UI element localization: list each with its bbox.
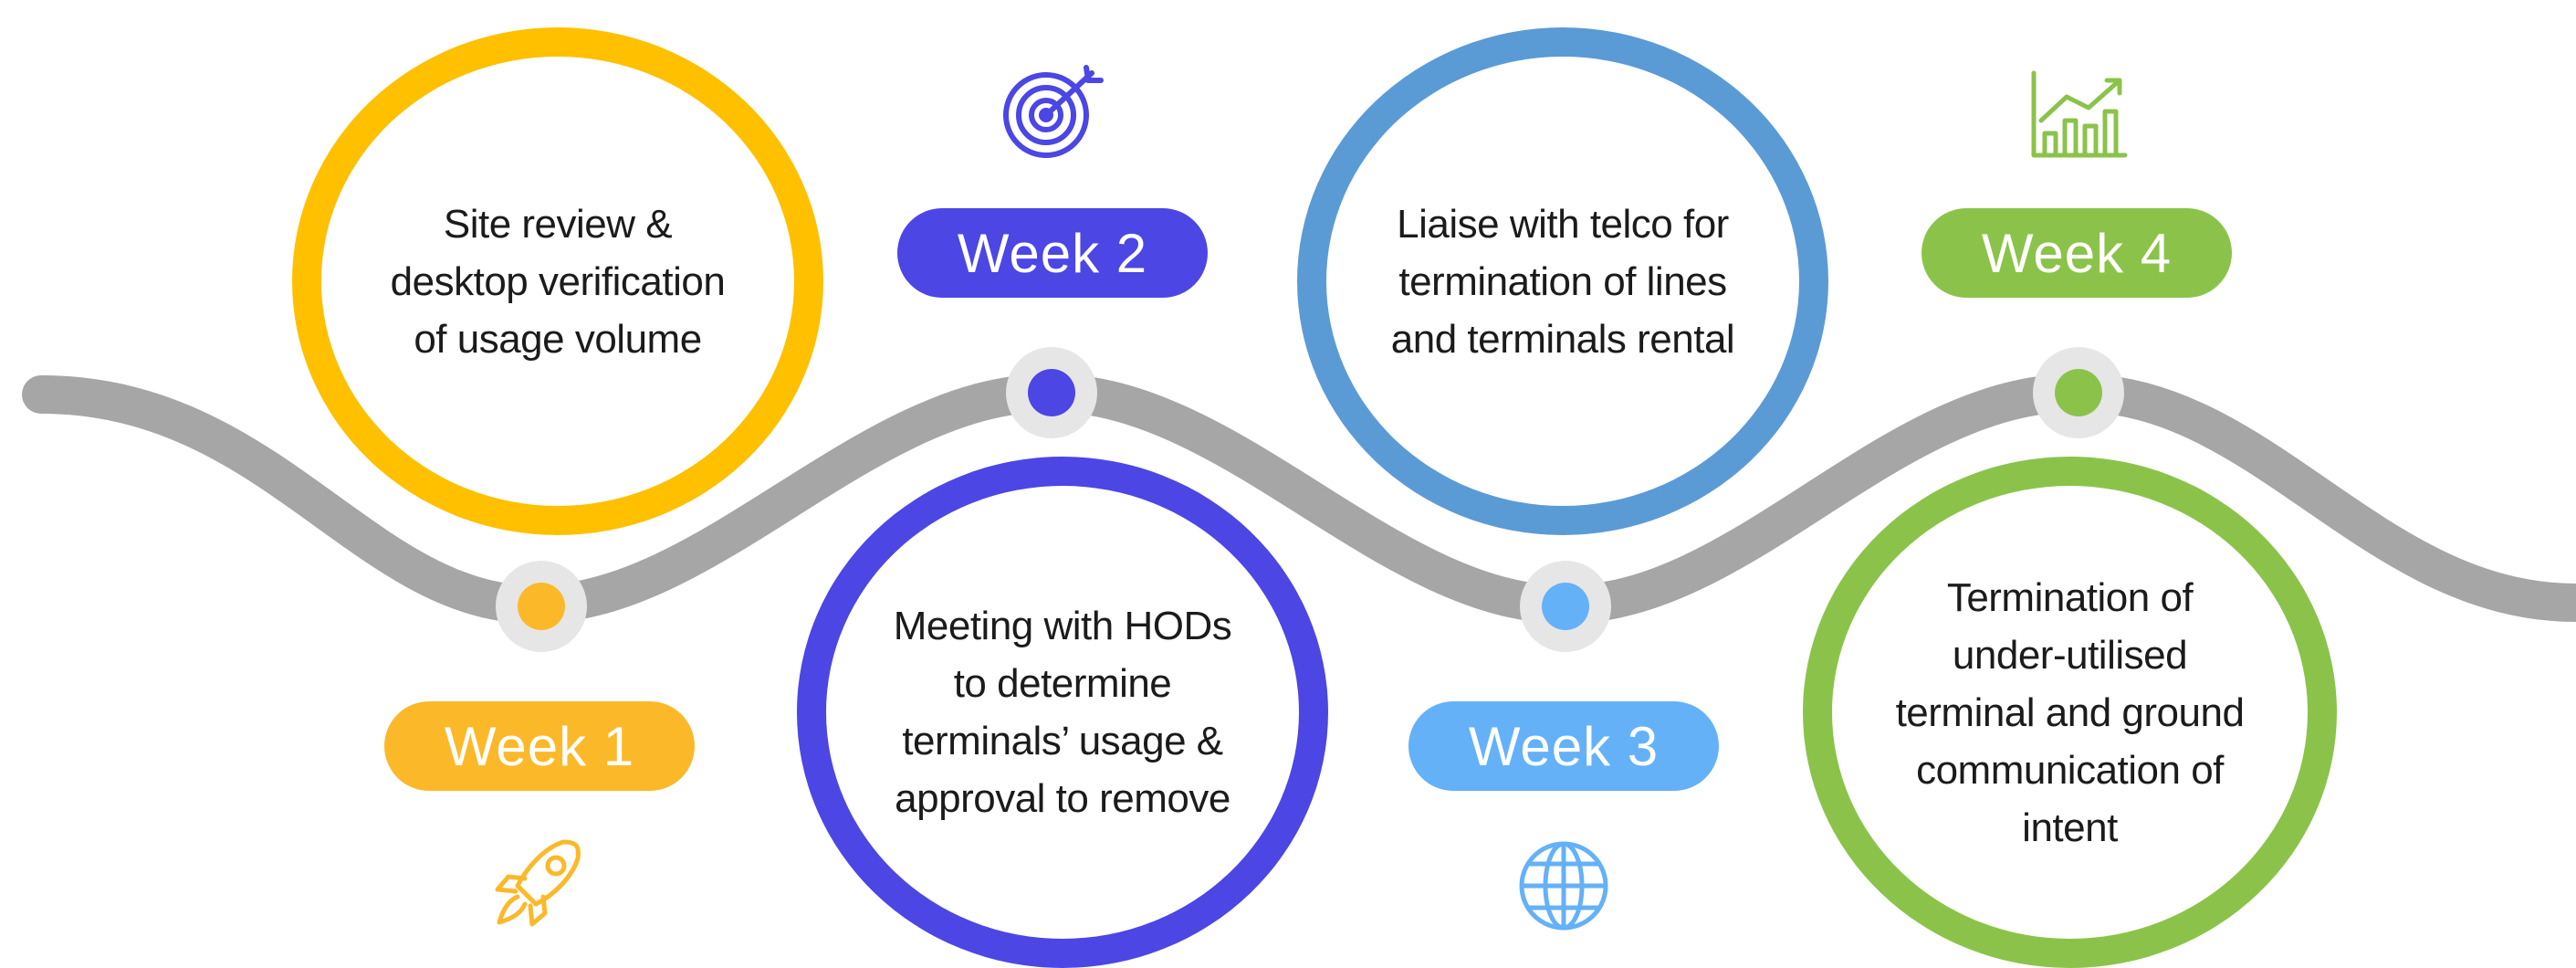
globe-icon: [1519, 841, 1608, 931]
week2-label: Week 2: [957, 222, 1148, 284]
road-path: [22, 373, 2576, 625]
week1-badge: Week 1: [384, 701, 695, 791]
step3-circle: Liaise with telco for termination of lin…: [1297, 27, 1828, 535]
node-week2: [1006, 347, 1097, 438]
step4-circle: Termination of under-utilised terminal a…: [1803, 457, 2337, 968]
week3-label: Week 3: [1468, 715, 1660, 777]
growth-chart-icon: [2031, 70, 2128, 158]
week2-badge: Week 2: [897, 208, 1208, 298]
node-week3: [1520, 561, 1611, 652]
target-icon: [1003, 65, 1104, 158]
step1-circle: Site review & desktop verification of us…: [292, 27, 823, 535]
node-week4: [2033, 347, 2124, 438]
step3-description: Liaise with telco for termination of lin…: [1390, 201, 1735, 362]
week1-label: Week 1: [444, 715, 635, 777]
week4-label: Week 4: [1981, 222, 2173, 284]
rocket-icon: [495, 839, 581, 927]
step2-circle: Meeting with HODs to determine terminals…: [797, 457, 1328, 968]
step2-description: Meeting with HODs to determine terminals…: [893, 604, 1232, 821]
week4-badge: Week 4: [1922, 208, 2232, 298]
step4-description: Termination of under-utilised terminal a…: [1895, 574, 2245, 850]
week3-badge: Week 3: [1408, 701, 1719, 791]
node-week1: [496, 561, 587, 652]
step1-description: Site review & desktop verification of us…: [390, 201, 726, 362]
